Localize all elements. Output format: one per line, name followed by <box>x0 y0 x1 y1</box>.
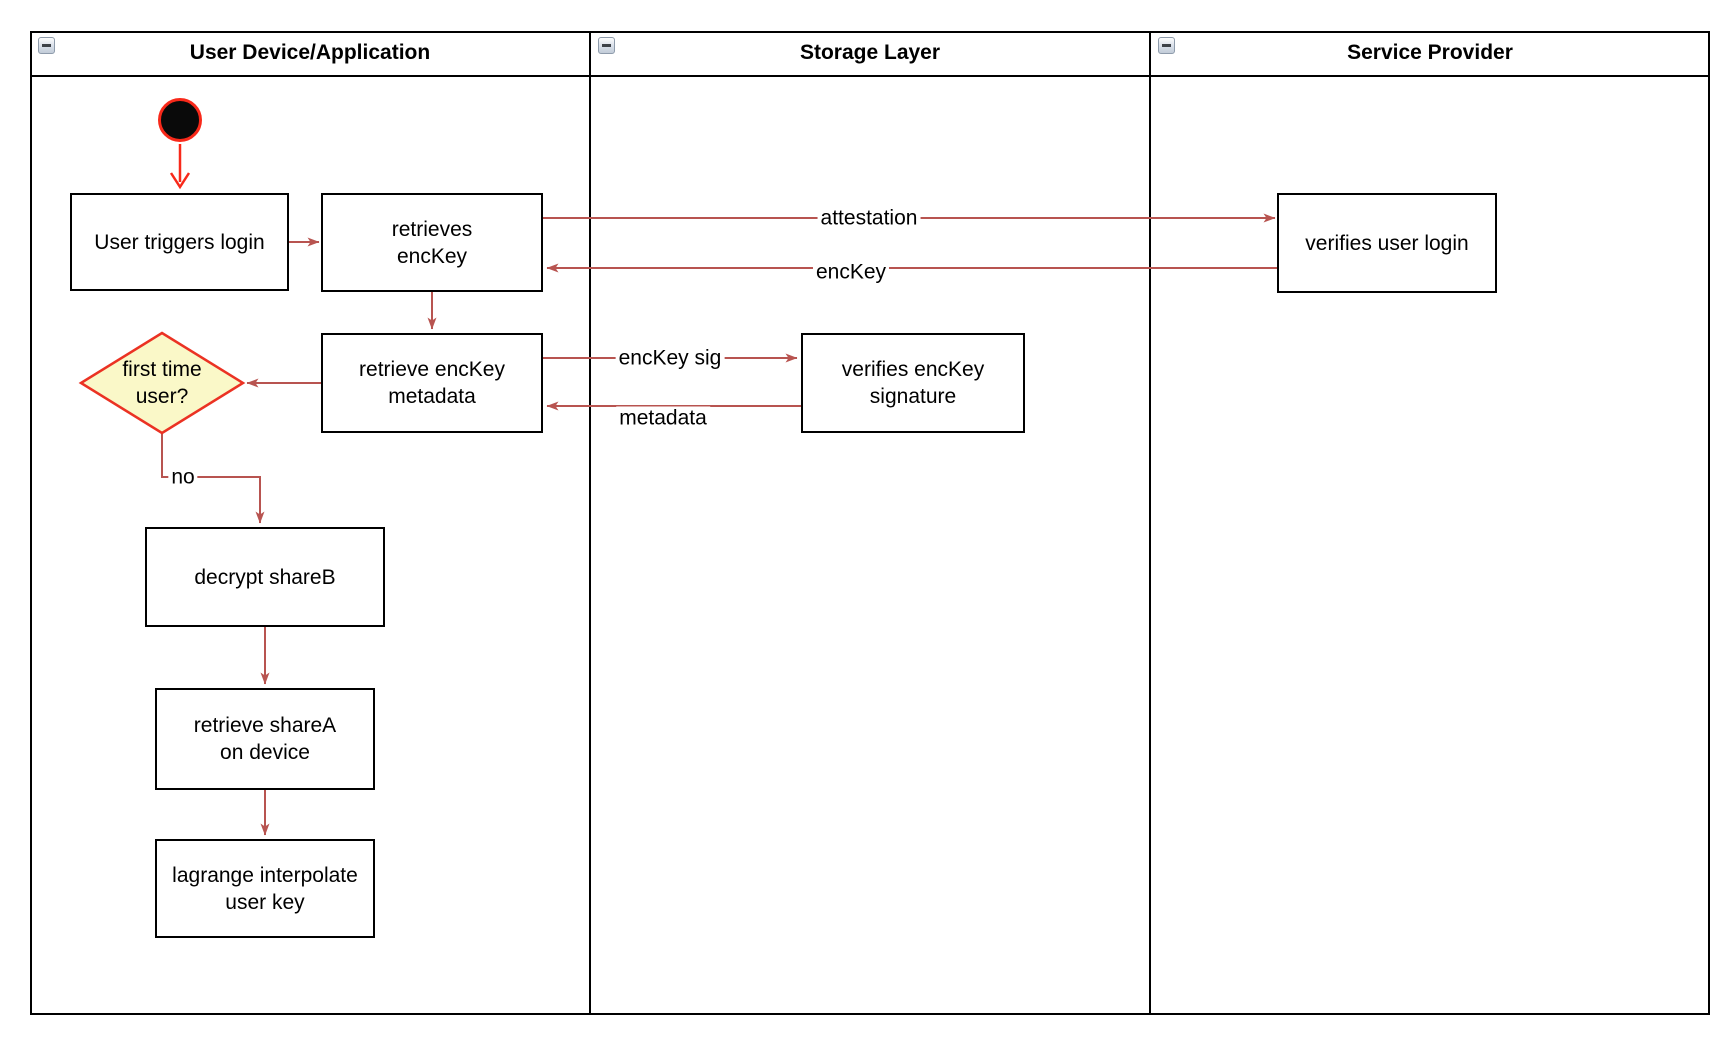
minus-bar <box>602 44 611 47</box>
node-retrieves-enckey[interactable]: retrieves encKey <box>321 193 543 292</box>
node-verifies-enckey-signature[interactable]: verifies encKey signature <box>801 333 1025 433</box>
start-node[interactable] <box>158 98 202 142</box>
lane-header-user-device[interactable]: User Device/Application <box>30 31 590 75</box>
edge-label-enckey-sig: encKey sig <box>615 346 725 370</box>
lane-header-service-provider[interactable]: Service Provider <box>1150 31 1710 75</box>
header-separator-line <box>30 75 1710 77</box>
minus-bar <box>1162 44 1171 47</box>
edge-label-enckey: encKey <box>812 260 890 284</box>
node-decrypt-shareb[interactable]: decrypt shareB <box>145 527 385 627</box>
edge-label-attestation: attestation <box>817 206 921 230</box>
lane-header-storage-layer[interactable]: Storage Layer <box>590 31 1150 75</box>
collapse-minus-icon[interactable] <box>38 37 55 54</box>
lane-title-text: Service Provider <box>1347 41 1513 64</box>
edge-label-no: no <box>168 465 198 489</box>
node-user-triggers-login[interactable]: User triggers login <box>70 193 289 291</box>
pool-frame <box>30 31 1710 1015</box>
node-verifies-user-login[interactable]: verifies user login <box>1277 193 1497 293</box>
node-retrieve-enckey-metadata[interactable]: retrieve encKey metadata <box>321 333 543 433</box>
node-first-time-user-label[interactable]: first time user? <box>122 358 202 408</box>
collapse-minus-icon[interactable] <box>1158 37 1175 54</box>
minus-bar <box>42 44 51 47</box>
collapse-minus-icon[interactable] <box>598 37 615 54</box>
node-retrieve-sharea[interactable]: retrieve shareA on device <box>155 688 375 790</box>
node-lagrange-interpolate[interactable]: lagrange interpolate user key <box>155 839 375 938</box>
lane-title-text: User Device/Application <box>189 41 431 64</box>
lane-divider-1 <box>589 31 591 1015</box>
lane-title-text: Storage Layer <box>799 41 941 64</box>
edge-label-metadata: metadata <box>616 406 710 430</box>
lane-divider-2 <box>1149 31 1151 1015</box>
